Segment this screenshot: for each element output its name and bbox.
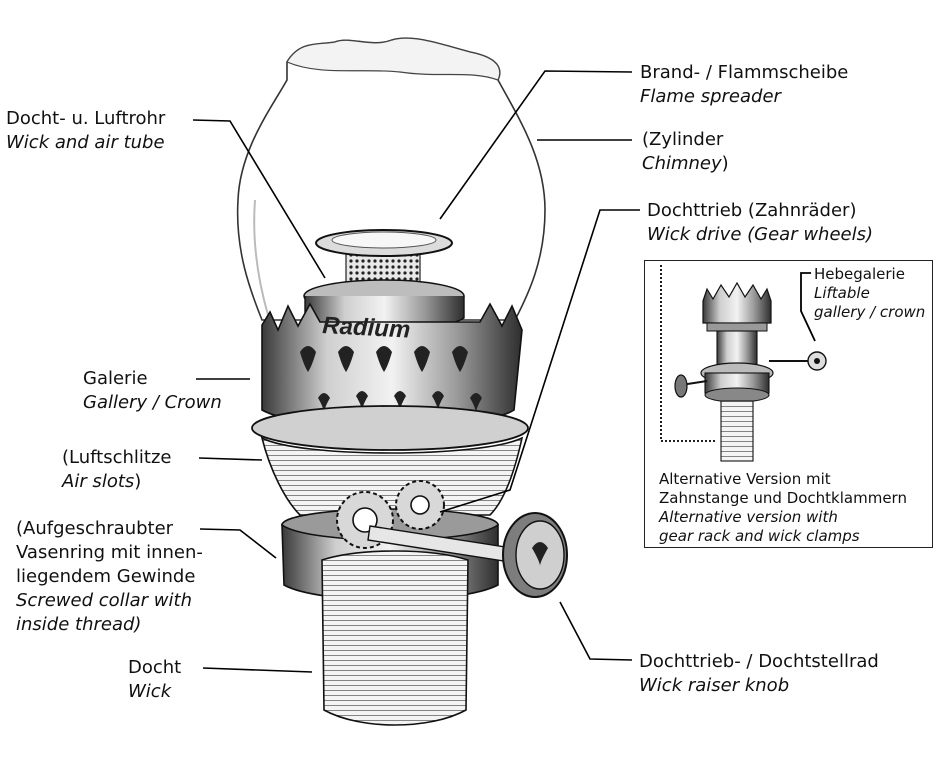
label-en: Chimney	[642, 153, 722, 174]
label-en: Wick raiser knob	[639, 675, 790, 696]
label-en: Gallery / Crown	[83, 392, 222, 413]
label-en-line: Screwed collar with	[16, 590, 192, 611]
label-wick-drive: Dochttrieb (Zahnräder) Wick drive (Gear …	[647, 199, 873, 247]
label-de: (Luftschlitze	[62, 447, 172, 468]
inset-leader-gallery	[800, 272, 816, 342]
wick-raiser-knob	[367, 512, 568, 598]
caption-de-line: Zahnstange und Dochtklammern	[659, 489, 907, 507]
label-en: Flame spreader	[640, 86, 781, 107]
label-en-line: gallery / crown	[814, 303, 926, 321]
label-en: Wick	[128, 681, 172, 702]
wick	[321, 550, 469, 726]
label-en-line: Liftable	[814, 284, 870, 302]
label-de-line: liegendem Gewinde	[16, 566, 196, 587]
inset-label-liftable-gallery: Hebegalerie Liftable gallery / crown	[814, 265, 925, 322]
label-screwed-collar: (Aufgeschraubter Vasenring mit innen- li…	[16, 517, 203, 637]
label-de: Docht	[128, 657, 182, 678]
label-gallery: Galerie Gallery / Crown	[83, 367, 222, 415]
caption-en-line: Alternative version with	[659, 508, 838, 526]
label-air-slots: (Luftschlitze Air slots)	[62, 446, 172, 494]
label-flame-spreader: Brand- / Flammscheibe Flame spreader	[640, 61, 848, 109]
brand-text: Radium	[322, 312, 411, 344]
label-de: Hebegalerie	[814, 265, 905, 283]
label-de: Galerie	[83, 368, 148, 389]
leader-knob	[559, 601, 633, 661]
label-de: Docht- u. Luftrohr	[6, 108, 166, 129]
label-wick-and-air-tube: Docht- u. Luftrohr Wick and air tube	[6, 107, 165, 155]
label-de-line: Vasenring mit innen-	[16, 542, 203, 563]
label-de-line: (Aufgeschraubter	[16, 518, 174, 539]
label-en: Wick drive (Gear wheels)	[647, 224, 873, 245]
leader-collar	[199, 528, 277, 559]
label-de: Dochttrieb- / Dochtstellrad	[639, 651, 879, 672]
caption-de-line: Alternative Version mit	[659, 470, 831, 488]
leader-air-slots	[198, 457, 263, 461]
inset-burner-body	[700, 330, 774, 462]
label-wick: Docht Wick	[128, 656, 181, 704]
label-en-suffix: )	[721, 153, 729, 174]
leader-lines	[192, 70, 640, 673]
label-de: Dochttrieb (Zahnräder)	[647, 200, 857, 221]
air-slots-body	[251, 405, 529, 516]
label-de: (Zylinder	[642, 129, 724, 150]
label-en-suffix: )	[134, 471, 142, 492]
inset-knobs	[674, 351, 827, 398]
inset-leader-dotted	[660, 265, 715, 442]
leader-wick-tube	[192, 119, 326, 279]
label-en-line: inside thread)	[16, 614, 142, 635]
leader-wick-drive	[439, 209, 640, 513]
label-wick-raiser-knob: Dochttrieb- / Dochtstellrad Wick raiser …	[639, 650, 879, 698]
inset-liftable-gallery	[702, 281, 772, 332]
chimney-glass	[236, 37, 546, 321]
inset-panel: Hebegalerie Liftable gallery / crown Alt…	[644, 260, 933, 548]
label-en: Air slots	[62, 471, 135, 492]
label-de: Brand- / Flammscheibe	[640, 62, 849, 83]
leader-wick	[202, 667, 313, 673]
label-en: Wick and air tube	[6, 132, 165, 153]
label-chimney: (Zylinder Chimney)	[642, 128, 729, 176]
inset-burner-illustration	[660, 265, 827, 462]
leader-flame-spreader	[439, 70, 633, 220]
inset-caption: Alternative Version mit Zahnstange und D…	[659, 470, 907, 546]
caption-en-line: gear rack and wick clamps	[659, 527, 860, 545]
flame-spreader	[315, 229, 453, 299]
